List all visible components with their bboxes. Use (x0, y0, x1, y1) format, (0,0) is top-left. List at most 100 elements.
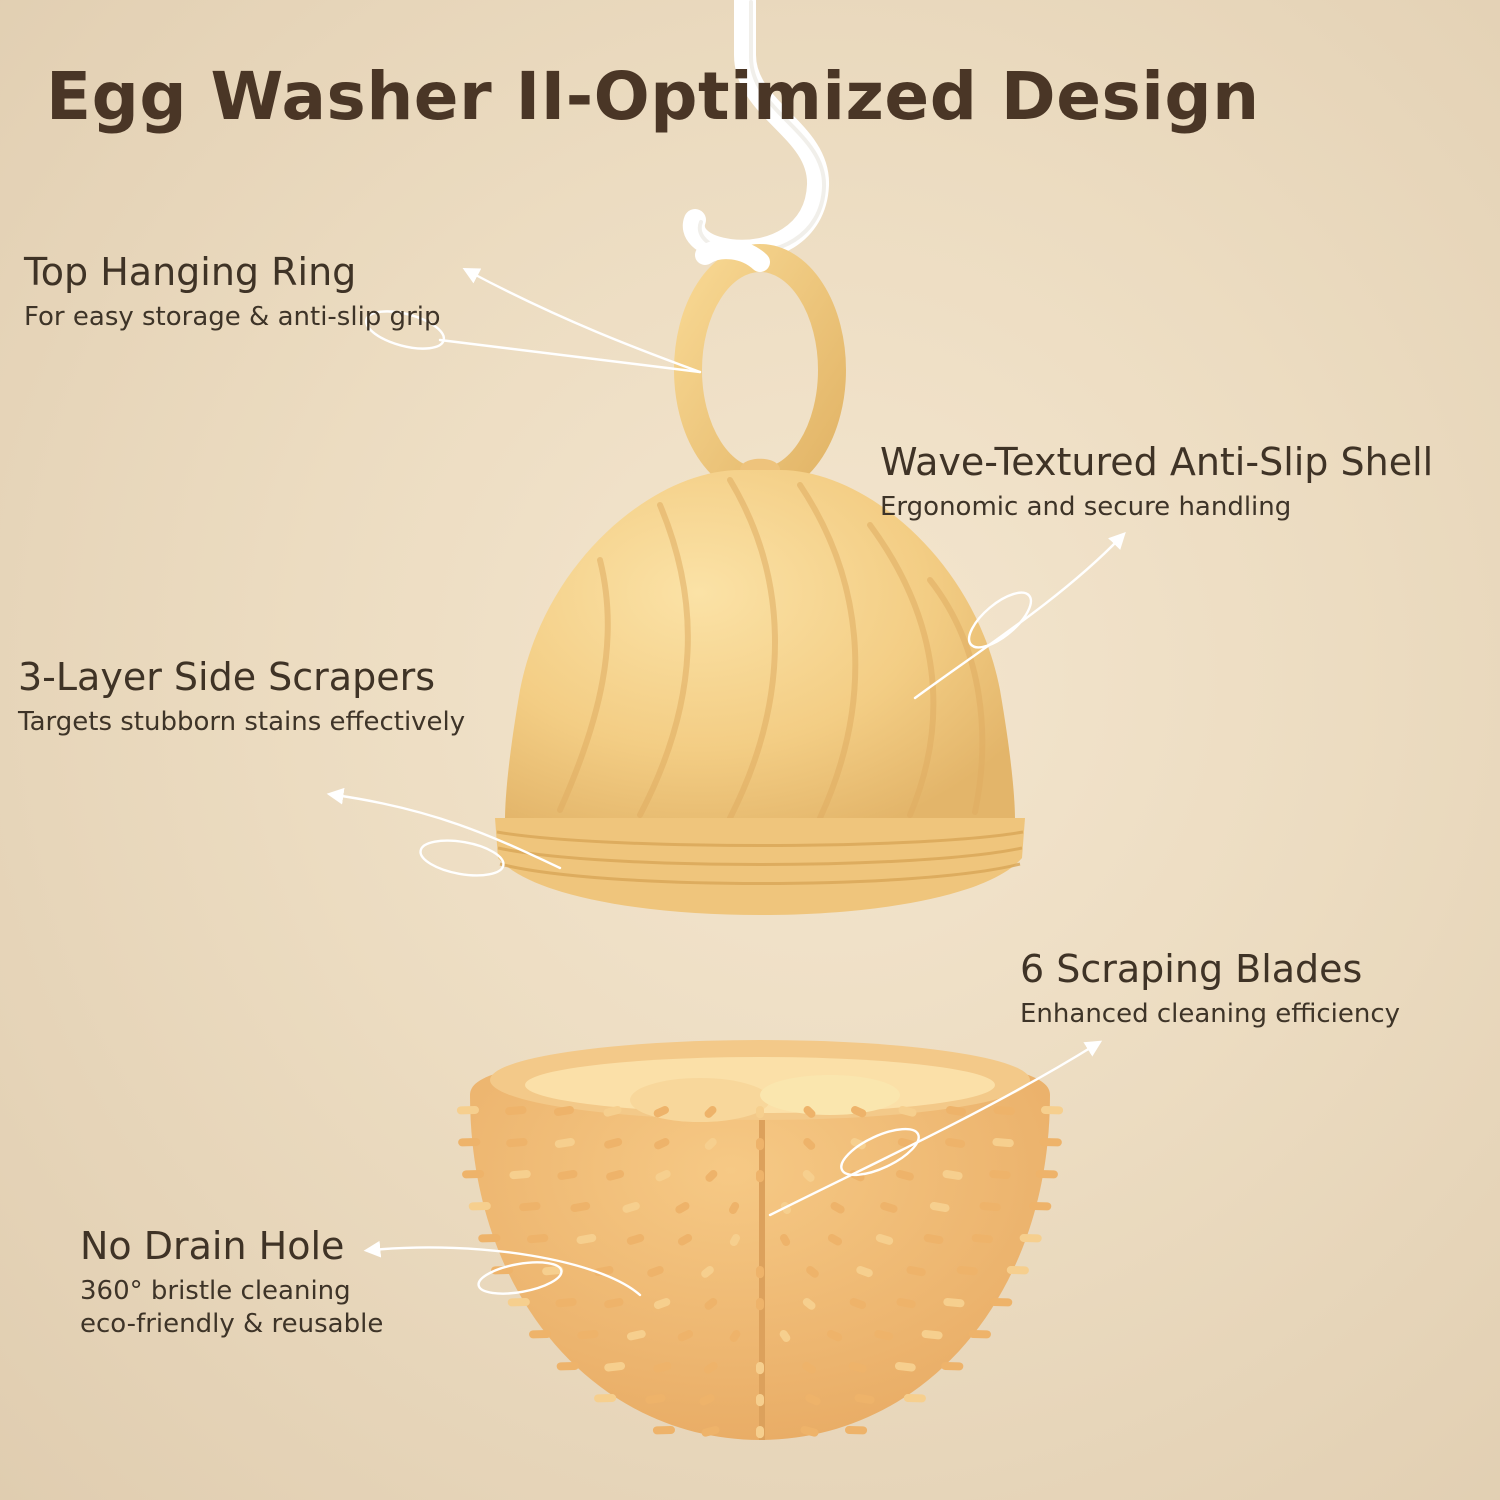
bristle (576, 1234, 597, 1245)
bristle (802, 1170, 815, 1182)
bristle (653, 1362, 672, 1373)
bristle (505, 1106, 527, 1116)
bristle (626, 1330, 646, 1341)
bristle (655, 1170, 671, 1182)
bristle (894, 1362, 916, 1372)
bristle (704, 1138, 717, 1150)
bristle (527, 1234, 549, 1244)
bristle (653, 1106, 669, 1118)
arrow-shell-loop (967, 591, 1033, 649)
bristle (971, 1234, 993, 1244)
bristle (557, 1170, 578, 1180)
bristle (929, 1202, 950, 1213)
bristle (830, 1202, 845, 1214)
bristle (803, 1138, 816, 1150)
feature-title: 6 Scraping Blades (1020, 947, 1363, 991)
page-title: Egg Washer II-Optimized Design (46, 58, 1260, 135)
bristle (728, 1202, 740, 1215)
feature-title: Top Hanging Ring (24, 250, 357, 294)
bristle (603, 1106, 622, 1117)
feature-drain: No Drain Hole 360° bristle cleaning eco-… (80, 1224, 384, 1342)
bristle (875, 1234, 894, 1245)
bristle (729, 1234, 741, 1247)
top-hanging-ring (674, 239, 846, 496)
bristle (626, 1234, 645, 1245)
callout-arrows (326, 268, 1126, 1297)
bristle (704, 1362, 718, 1374)
arrow-blades-loop (840, 1127, 920, 1177)
feature-desc: Enhanced cleaning efficiency (1020, 998, 1401, 1029)
bristle (898, 1106, 917, 1117)
bristle (622, 1202, 640, 1213)
bristle (854, 1394, 875, 1404)
feature-desc: Targets stubborn stains effectively (18, 706, 466, 737)
bristle (577, 1330, 599, 1340)
bristle (704, 1298, 718, 1310)
bristle (509, 1170, 531, 1180)
bristle (993, 1106, 1015, 1116)
bristle (594, 1266, 614, 1277)
bristle (895, 1170, 914, 1181)
bristle (826, 1330, 843, 1342)
bristle (827, 1234, 843, 1246)
feature-title: Wave-Textured Anti-Slip Shell (880, 440, 1434, 484)
bristle (897, 1138, 916, 1149)
bristle (729, 1330, 741, 1342)
bristle (802, 1298, 816, 1310)
feature-desc: For easy storage & anti-slip grip (24, 301, 441, 332)
bristle (570, 1202, 591, 1213)
arrow-scrapers-loop (419, 839, 505, 877)
bristle (654, 1138, 670, 1150)
bristle (802, 1362, 816, 1374)
arrow-drain-loop (477, 1261, 563, 1295)
bristle (704, 1106, 717, 1118)
bristle (848, 1362, 867, 1373)
feature-desc-line1: 360° bristle cleaning (80, 1275, 351, 1306)
feature-hanging-ring: Top Hanging Ring For easy storage & anti… (24, 250, 441, 334)
bristle (880, 1202, 898, 1213)
bristle (956, 1266, 978, 1276)
bristle (705, 1170, 718, 1182)
arrow-ring (462, 268, 702, 374)
bristle (779, 1330, 791, 1342)
bristle (942, 1170, 963, 1180)
bristle (874, 1330, 894, 1341)
bristle (992, 1138, 1014, 1148)
bristles (456, 1106, 1064, 1439)
bristle (647, 1266, 664, 1278)
bristle (856, 1266, 873, 1278)
bristle (677, 1234, 693, 1246)
feature-title: 3-Layer Side Scrapers (18, 655, 436, 699)
bristle (604, 1362, 626, 1372)
feature-desc-line2: eco-friendly & reusable (80, 1309, 384, 1340)
arrow-scrapers (326, 787, 562, 870)
feature-shell: Wave-Textured Anti-Slip Shell Ergonomic … (880, 440, 1434, 524)
bristle (699, 1394, 715, 1406)
arrow-blades (768, 1040, 1103, 1217)
bristle (677, 1330, 694, 1342)
bristle (519, 1202, 541, 1212)
bristle (806, 1266, 819, 1278)
wave-textured-shell (495, 458, 1025, 915)
bristle (555, 1298, 577, 1308)
bristle (701, 1426, 720, 1437)
bristle (542, 1266, 564, 1276)
bristle-base (456, 1040, 1064, 1440)
feature-scrapers: 3-Layer Side Scrapers Targets stubborn s… (18, 655, 466, 739)
feature-desc: Ergonomic and secure handling (880, 491, 1292, 522)
bristle (803, 1106, 816, 1118)
bristle (506, 1138, 528, 1148)
bristle (943, 1298, 965, 1308)
bristle (800, 1426, 819, 1437)
bristle (906, 1266, 926, 1277)
bristle (675, 1202, 690, 1214)
bristle (779, 1234, 791, 1247)
feature-title: No Drain Hole (80, 1224, 345, 1268)
feature-blades: 6 Scraping Blades Enhanced cleaning effi… (1020, 947, 1401, 1031)
bristle (896, 1298, 916, 1309)
bristle (604, 1138, 623, 1149)
bristle (701, 1266, 714, 1278)
arrow-drain (363, 1240, 642, 1297)
bristle (653, 1298, 671, 1310)
